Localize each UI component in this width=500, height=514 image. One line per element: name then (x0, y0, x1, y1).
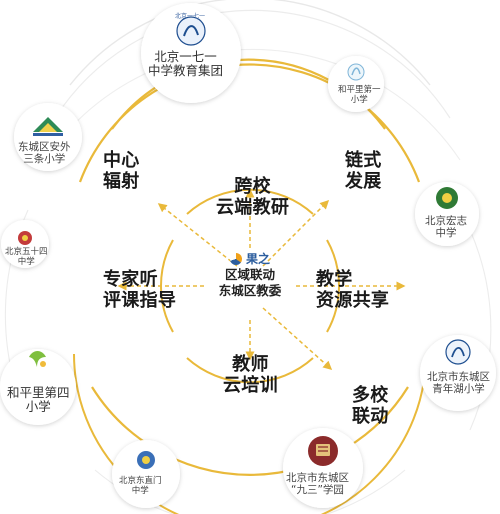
school-qingnianhu-label: 北京市东城区 青年湖小学 (427, 371, 490, 395)
node-teacher-training-label: 教师 云培训 (223, 354, 278, 396)
school-andingmen-line-2: 三条小学 (23, 153, 66, 166)
school-dongzhimen-logo-icon (137, 451, 155, 469)
school-jiusan-logo-icon (308, 436, 338, 466)
school-171-line-1: 北京一七一 (154, 49, 217, 64)
school-171-label: 北京一七一 中学教育集团 (148, 49, 224, 79)
node-resource-share-label: 教学 资源共享 (316, 269, 390, 311)
school-hepingli-1-label: 和平里第一 小学 (338, 85, 381, 106)
node-resource-share-line-1: 教学 (316, 269, 353, 290)
school-dongzhimen-label: 北京东直门 中学 (119, 476, 162, 497)
school-hongzhi-logo-icon (436, 187, 458, 209)
school-hongzhi-label: 北京宏志 中学 (425, 215, 467, 239)
node-expert-eval-label: 专家听 评课指导 (103, 269, 177, 311)
svg-text:北京一七一: 北京一七一 (175, 12, 205, 20)
node-center-radiation-line-2: 辐射 (103, 170, 140, 192)
school-171-badge (141, 3, 241, 103)
school-54-logo-icon (18, 231, 32, 245)
node-teacher-training-line-2: 云培训 (223, 374, 278, 396)
school-hongzhi-line-1: 北京宏志 (425, 215, 467, 227)
node-expert-eval-line-1: 专家听 (103, 269, 158, 290)
school-dongzhimen-badge (112, 440, 180, 508)
node-center-radiation-label: 中心 辐射 (103, 150, 140, 192)
school-hongzhi-line-2: 中学 (435, 227, 457, 240)
center-core: 果之 区域联动 东城区教委 (198, 246, 302, 326)
school-logo-marks: 北京一七一 (18, 12, 471, 469)
school-hepingli-4-line-1: 和平里第四 (7, 385, 70, 400)
node-chain-development-label: 链式 发展 (345, 150, 382, 192)
school-54-line-1: 北京五十四 (5, 247, 48, 257)
school-hepingli-1-line-1: 和平里第一 (338, 85, 381, 95)
school-171-logo-icon: 北京一七一 (175, 12, 206, 46)
node-cloud-research-line-2: 云端教研 (216, 196, 290, 218)
center-brand: 果之 (198, 250, 302, 267)
school-hepingli-1-logo-icon (347, 63, 365, 81)
school-qingnianhu-line-2: 青年湖小学 (432, 383, 485, 396)
school-qingnianhu-logo-icon (445, 339, 471, 365)
center-brand-text: 果之 (245, 252, 270, 266)
school-hepingli-1-line-2: 小学 (350, 94, 368, 105)
school-jiusan-label: 北京市东城区 “九三”学园 (286, 472, 349, 496)
school-171-line-2: 中学教育集团 (148, 63, 224, 79)
school-hongzhi-badge (415, 182, 479, 246)
center-core-text: 区域联动 东城区教委 (198, 267, 302, 298)
node-chain-development-line-2: 发展 (345, 170, 382, 192)
node-cloud-research-line-1: 跨校 (234, 176, 271, 197)
school-andingmen-label: 东城区安外 三条小学 (18, 141, 71, 165)
school-dongzhimen-line-1: 北京东直门 (119, 476, 162, 486)
center-line-2: 东城区教委 (218, 282, 282, 298)
center-line-1: 区域联动 (224, 267, 275, 282)
node-expert-eval-line-2: 评课指导 (103, 289, 177, 311)
brand-swirl-icon (229, 252, 242, 265)
node-multi-school-linkage-label: 多校 联动 (352, 385, 389, 427)
school-hepingli-4-logo-icon (29, 351, 46, 367)
school-andingmen-line-1: 东城区安外 (18, 141, 71, 153)
school-andingmen-logo-icon (33, 117, 63, 136)
school-badges (0, 3, 496, 508)
node-cloud-research-label: 跨校 云端教研 (216, 176, 290, 218)
school-jiusan-line-1: 北京市东城区 (286, 472, 349, 484)
node-center-radiation-line-1: 中心 (103, 150, 140, 171)
school-andingmen-badge (14, 103, 82, 171)
background-arcs (4, 0, 492, 514)
school-54-line-2: 中学 (17, 256, 35, 267)
school-jiusan-line-2: “九三”学园 (291, 484, 344, 497)
school-qingnianhu-badge (420, 335, 496, 411)
connection-arrows (117, 188, 406, 371)
school-hepingli-4-line-2: 小学 (25, 399, 51, 415)
school-dongzhimen-line-2: 中学 (131, 485, 149, 496)
school-qingnianhu-line-1: 北京市东城区 (427, 371, 490, 383)
node-chain-development-line-1: 链式 (345, 150, 382, 171)
node-multi-school-linkage-line-2: 联动 (352, 405, 389, 427)
node-teacher-training-line-1: 教师 (232, 354, 269, 375)
school-jiusan-badge (283, 428, 363, 508)
node-multi-school-linkage-line-1: 多校 (352, 385, 389, 406)
school-hepingli-4-badge (0, 349, 76, 425)
school-hepingli-1-badge (328, 56, 384, 112)
school-54-label: 北京五十四 中学 (5, 247, 48, 268)
school-hepingli-4-label: 和平里第四 小学 (7, 385, 70, 415)
node-resource-share-line-2: 资源共享 (316, 289, 390, 311)
